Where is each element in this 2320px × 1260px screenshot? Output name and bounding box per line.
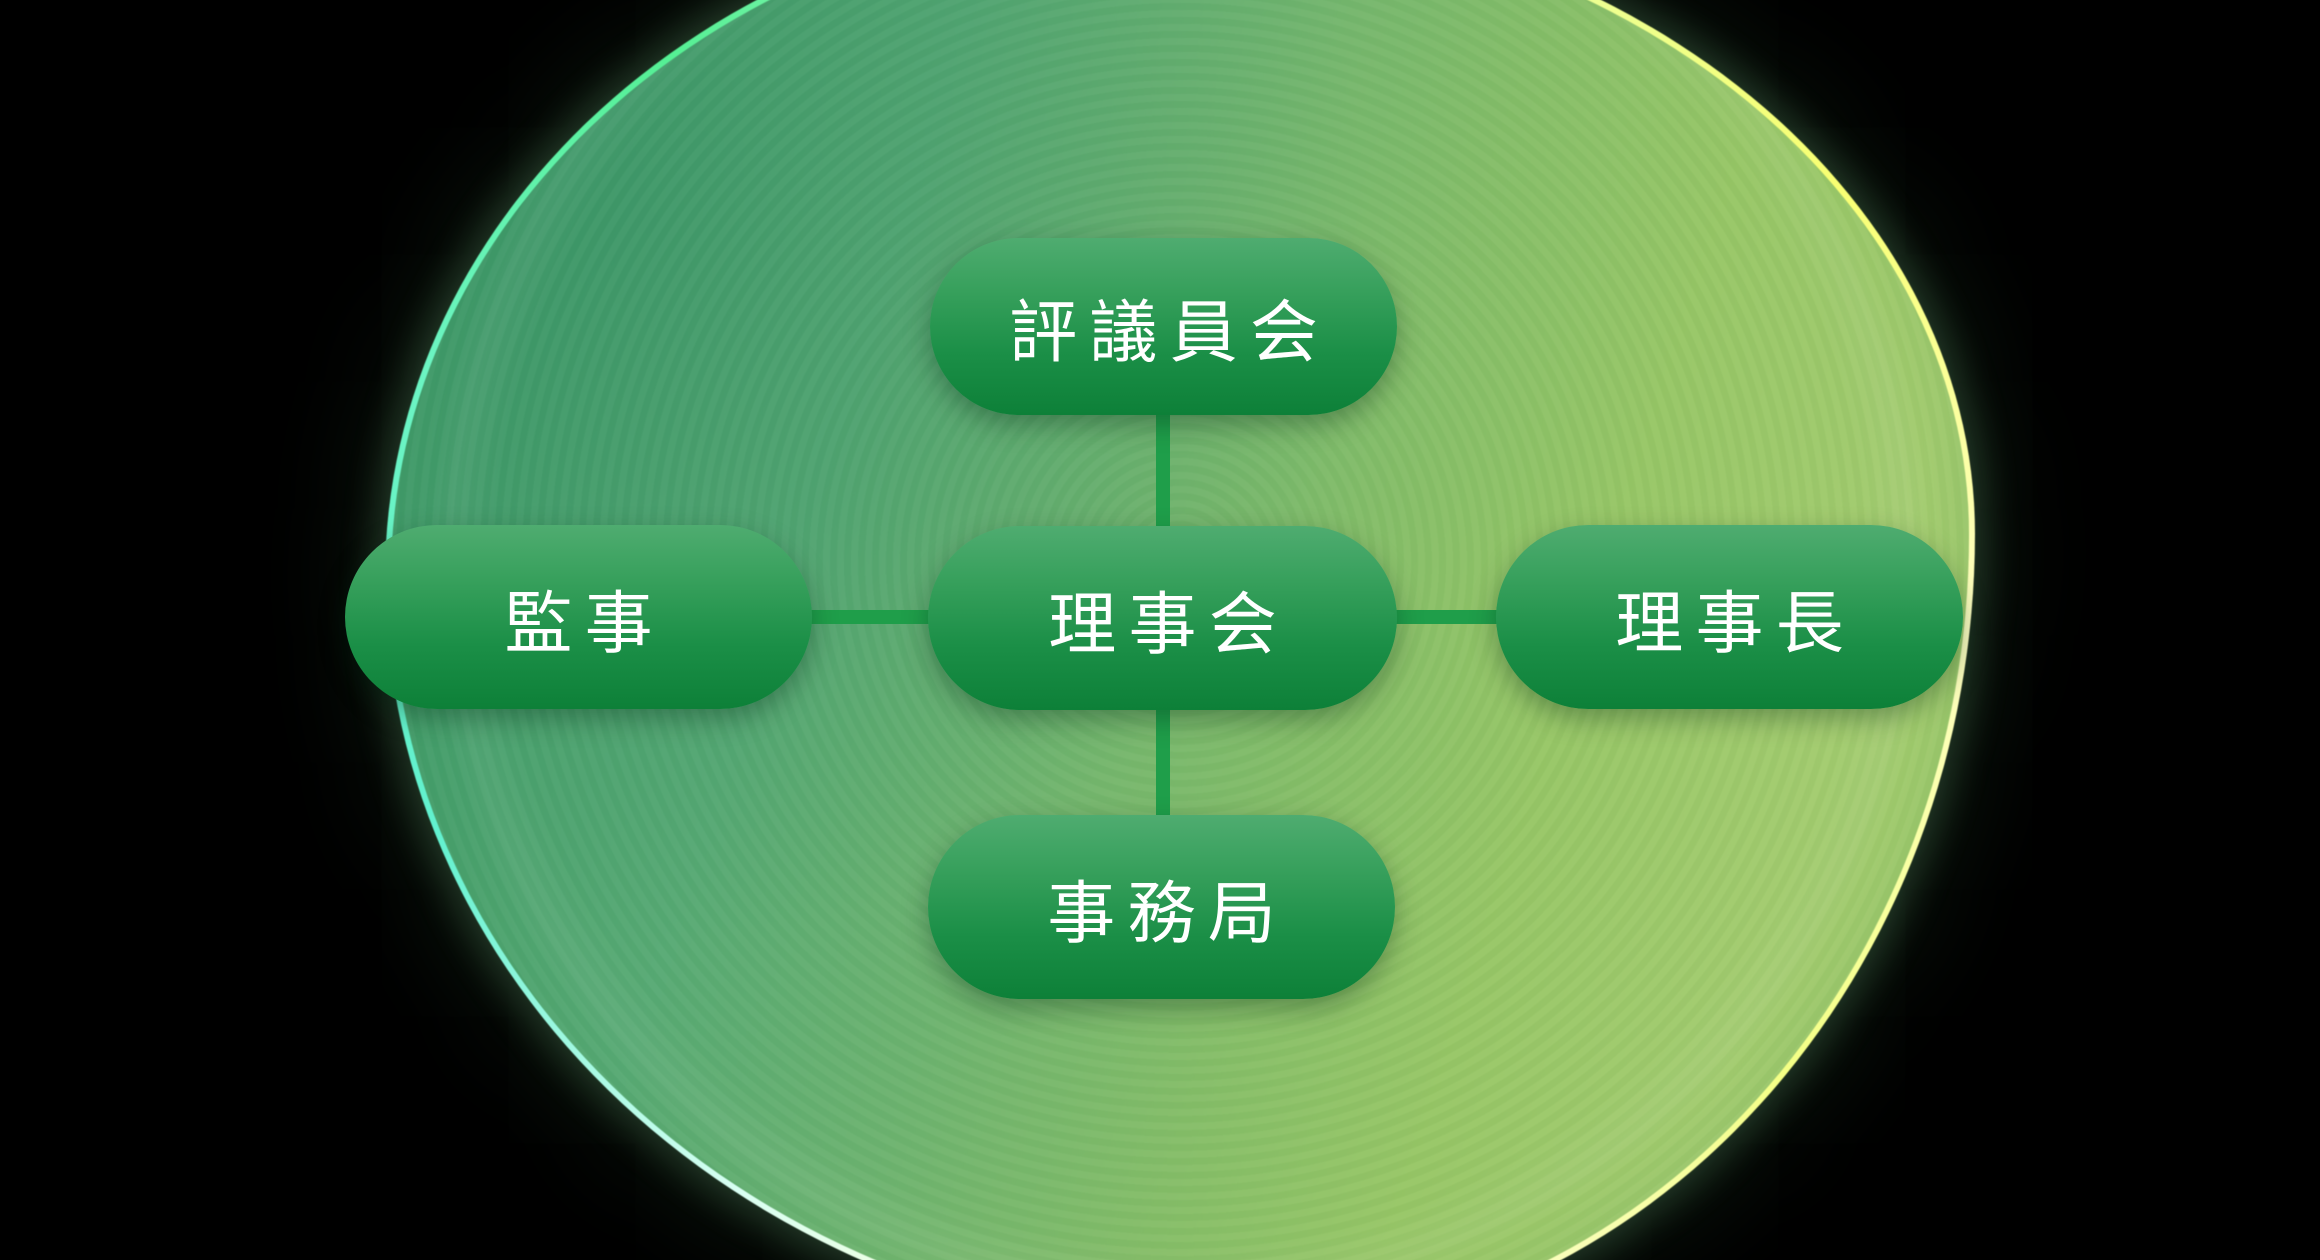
node-label: 事務局: [1047, 875, 1288, 952]
node-board-of-directors: 理事会: [928, 526, 1397, 710]
node-label: 理事長: [1615, 585, 1856, 662]
node-auditor: 監事: [345, 525, 812, 709]
connector-directors-to-president: [1390, 610, 1503, 624]
node-secretariat: 事務局: [928, 815, 1395, 999]
node-label: 理事会: [1048, 586, 1289, 663]
connector-councillors-to-directors: [1156, 412, 1170, 530]
node-board-of-councillors: 評議員会: [930, 238, 1397, 415]
connector-directors-to-secretariat: [1156, 706, 1170, 818]
node-president: 理事長: [1496, 525, 1963, 709]
node-label: 評議員会: [1009, 295, 1331, 371]
connector-auditor-to-directors: [800, 610, 935, 624]
node-label: 監事: [504, 585, 665, 662]
